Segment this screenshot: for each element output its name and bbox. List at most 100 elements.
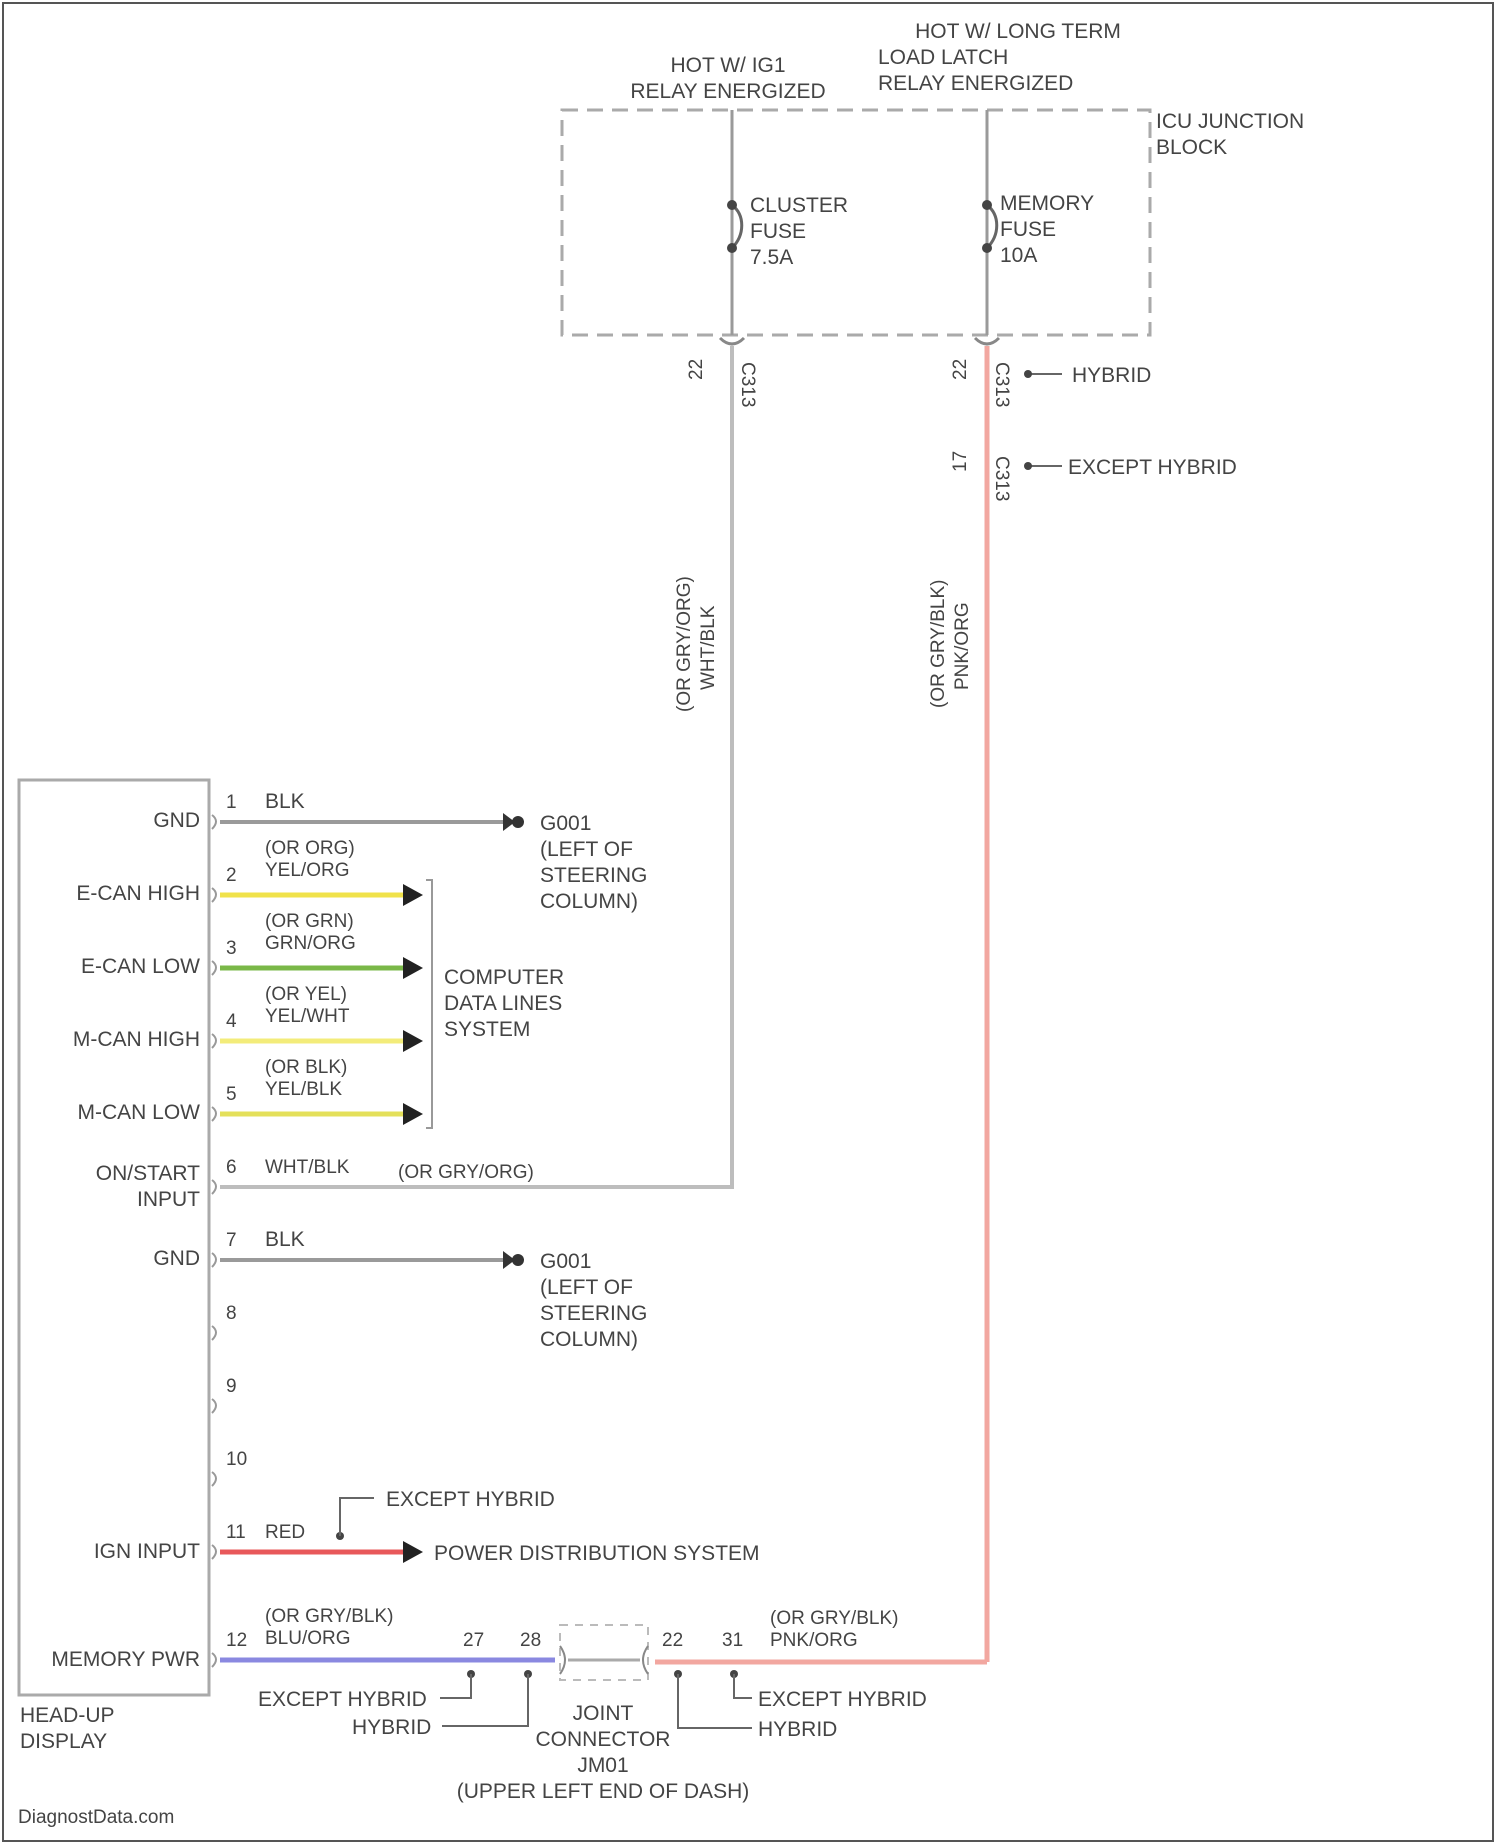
pin11-wire-color: RED [265, 1522, 305, 1543]
data-lines-line2: DATA LINES [444, 992, 562, 1015]
joint-pin-28: 28 [520, 1630, 541, 1651]
right-conn2-name: C313 [991, 456, 1012, 501]
left-conn-name: C313 [737, 362, 758, 407]
pin4-wire-color: YEL/WHT [265, 1006, 350, 1027]
pin5-wire-color: YEL/BLK [265, 1079, 342, 1100]
right-wire-color1: (OR GRY/BLK) [928, 580, 949, 708]
pin2-alt-color: (OR ORG) [265, 838, 355, 859]
pin4-arrow-icon [403, 1030, 423, 1052]
ground1-line3: STEERING [540, 864, 647, 887]
pin9-num: 9 [226, 1376, 237, 1397]
right-feed-line2: LOAD LATCH [878, 46, 1008, 69]
pin6-label-line2: INPUT [137, 1188, 200, 1211]
right-conn2-pin: 17 [950, 451, 971, 472]
module-name1: HEAD-UP [20, 1704, 115, 1727]
memory-fuse-label2: FUSE [1000, 218, 1056, 241]
cluster-fuse-label3: 7.5A [750, 246, 793, 269]
ground2-line1: G001 [540, 1250, 591, 1273]
pin6-label-line1: ON/START [96, 1162, 200, 1185]
cluster-fuse-dot-top [727, 200, 737, 210]
left-connector-icon [720, 338, 744, 344]
left-feed-line1: HOT W/ IG1 [670, 54, 785, 77]
pin2-label: E-CAN HIGH [76, 882, 200, 905]
pin12-wire-color: BLU/ORG [265, 1628, 351, 1649]
memory-fuse-label3: 10A [1000, 244, 1037, 267]
pin11-label: IGN INPUT [94, 1540, 200, 1563]
left-wire-color2: WHT/BLK [698, 605, 719, 690]
pin1-num: 1 [226, 792, 237, 813]
ground1-line2: (LEFT OF [540, 838, 633, 861]
pin4-alt-color: (OR YEL) [265, 984, 347, 1005]
right-conn-name: C313 [991, 362, 1012, 407]
right-connector-icon [975, 338, 999, 344]
cluster-fuse-dot-bottom [727, 243, 737, 253]
pin5-alt-color: (OR BLK) [265, 1057, 347, 1078]
joint-name-1: JOINT [573, 1702, 634, 1725]
junction-block-label2: BLOCK [1156, 136, 1227, 159]
pin1-wire-color: BLK [265, 790, 305, 813]
right-feed-line1: HOT W/ LONG TERM [915, 20, 1121, 43]
data-lines-bracket [426, 880, 432, 1128]
hybrid-note: HYBRID [1072, 364, 1151, 387]
pin10-num: 10 [226, 1449, 247, 1470]
left-wire-color1: (OR GRY/ORG) [674, 576, 695, 712]
pin11-note: EXCEPT HYBRID [386, 1488, 555, 1511]
module-name2: DISPLAY [20, 1730, 107, 1753]
ground-1-dot [512, 816, 524, 828]
pin1-label: GND [153, 809, 200, 832]
pin12-label: MEMORY PWR [51, 1648, 200, 1671]
pin5-arrow-icon [403, 1103, 423, 1125]
memory-fuse-dot-top [982, 200, 992, 210]
icu-junction-block [562, 110, 1150, 335]
except-hybrid-right-label: EXCEPT HYBRID [758, 1688, 927, 1711]
pin3-arrow-icon [403, 957, 423, 979]
joint-pin-22: 22 [662, 1630, 683, 1651]
pin7-label: GND [153, 1247, 200, 1270]
pin-stubs [212, 815, 216, 1667]
page-frame [3, 3, 1493, 1841]
pin3-alt-color: (OR GRN) [265, 911, 354, 932]
except-hybrid-right-pointer [734, 1674, 752, 1698]
pin4-num: 4 [226, 1011, 237, 1032]
left-feed-line2: RELAY ENERGIZED [630, 80, 825, 103]
pin6-wire-color: WHT/BLK [265, 1157, 350, 1178]
ground2-line3: STEERING [540, 1302, 647, 1325]
joint-name-2: CONNECTOR [536, 1728, 671, 1751]
data-lines-line1: COMPUTER [444, 966, 564, 989]
power-dist-label: POWER DISTRIBUTION SYSTEM [434, 1542, 760, 1565]
left-conn-pin: 22 [686, 359, 707, 380]
joint-connector-box [560, 1625, 648, 1680]
except-hybrid-left-label: EXCEPT HYBRID [258, 1688, 427, 1711]
cluster-fuse-label1: CLUSTER [750, 194, 848, 217]
pin6-alt-color: (OR GRY/ORG) [398, 1162, 534, 1183]
ground-2-dot [512, 1254, 524, 1266]
cluster-fuse-label2: FUSE [750, 220, 806, 243]
pin3-wire-color: GRN/ORG [265, 933, 356, 954]
ground2-line4: COLUMN) [540, 1328, 638, 1351]
memory-fuse-label1: MEMORY [1000, 192, 1094, 215]
pin5-num: 5 [226, 1084, 237, 1105]
data-lines-line3: SYSTEM [444, 1018, 530, 1041]
pin12-num: 12 [226, 1630, 247, 1651]
pin5-label: M-CAN LOW [78, 1101, 201, 1124]
pin7-num: 7 [226, 1230, 237, 1251]
watermark: DiagnostData.com [18, 1807, 174, 1828]
except-hybrid-pointer-dot [1024, 462, 1032, 470]
memory-fuse-dot-bottom [982, 243, 992, 253]
pin2-wire-color: YEL/ORG [265, 860, 349, 881]
right-conn-pin: 22 [950, 359, 971, 380]
joint-name-4: (UPPER LEFT END OF DASH) [457, 1780, 749, 1803]
pin2-arrow-icon [403, 884, 423, 906]
hybrid-left-pointer [442, 1674, 528, 1726]
pin6-num: 6 [226, 1157, 237, 1178]
pin3-label: E-CAN LOW [81, 955, 200, 978]
joint-pin-27: 27 [463, 1630, 484, 1651]
pin4-label: M-CAN HIGH [73, 1028, 200, 1051]
joint-right-wire-alt: (OR GRY/BLK) [770, 1608, 898, 1629]
hybrid-left-label: HYBRID [352, 1716, 431, 1739]
pin11-arrow-icon [403, 1541, 423, 1563]
junction-block-label1: ICU JUNCTION [1156, 110, 1304, 133]
hybrid-right-pointer [678, 1674, 752, 1728]
right-wire-color2: PNK/ORG [952, 602, 973, 690]
